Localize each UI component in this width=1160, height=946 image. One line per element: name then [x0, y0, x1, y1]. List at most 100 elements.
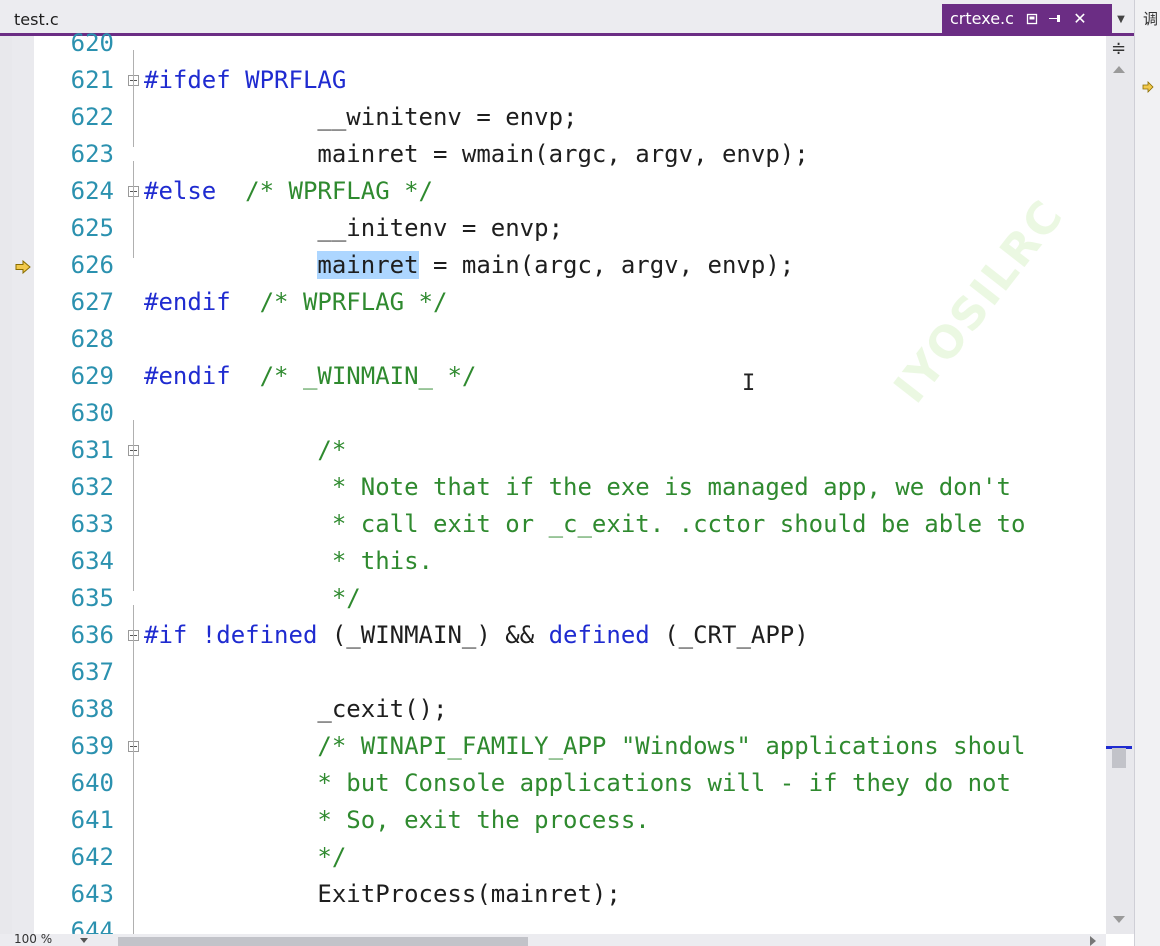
zoom-level[interactable]: 100 % — [14, 932, 53, 946]
line-number: 634 — [70, 547, 114, 575]
code-token: __winitenv = envp; — [144, 103, 578, 131]
code-line[interactable]: * call exit or _c_exit. .cctor should be… — [144, 506, 1026, 543]
line-number-margin: 620 621 622 623 624 625 626 627 628 629 630 631 632 6… — [34, 29, 124, 945]
code-token: #endif — [144, 362, 231, 390]
code-token: #else — [144, 177, 217, 205]
line-number: 641 — [70, 806, 114, 834]
tab-crtexe-c[interactable]: crtexe.c ✕ — [942, 4, 1112, 33]
code-token: #endif — [144, 288, 231, 316]
line-number: 631 — [70, 436, 114, 464]
outline-guide-line — [133, 420, 134, 591]
code-token: /* WINAPI_FAMILY_APP "Windows" applicati… — [144, 732, 1026, 760]
scroll-up-icon[interactable] — [1113, 66, 1125, 73]
zoom-dropdown-icon[interactable] — [80, 938, 88, 943]
line-number: 642 — [70, 843, 114, 871]
code-token: * Note that if the exe is managed app, w… — [144, 473, 1011, 501]
selected-token: mainret — [317, 251, 419, 279]
code-line[interactable]: */ — [144, 839, 346, 876]
breakpoint-glyph-margin[interactable] — [12, 36, 34, 934]
tab-crtexe-c-label: crtexe.c — [950, 9, 1014, 28]
scroll-down-icon[interactable] — [1113, 916, 1125, 923]
code-token: /* — [144, 436, 347, 464]
code-line[interactable]: mainret = wmain(argc, argv, envp); — [144, 136, 808, 173]
line-number: 633 — [70, 510, 114, 538]
close-tab-icon[interactable]: ✕ — [1073, 9, 1087, 28]
code-line[interactable]: #if !defined (_WINMAIN_) && defined (_CR… — [144, 617, 809, 654]
outline-guide-line — [133, 50, 134, 147]
line-number: 628 — [70, 325, 114, 353]
code-line[interactable]: * but Console applications will - if the… — [144, 765, 1011, 802]
code-line[interactable]: */ — [144, 580, 361, 617]
line-number: 625 — [70, 214, 114, 242]
code-line[interactable]: __winitenv = envp; — [144, 99, 577, 136]
code-line[interactable]: #ifdef WPRFLAG — [144, 62, 346, 99]
line-number: 632 — [70, 473, 114, 501]
watermark: IYOSILRC — [884, 190, 1074, 413]
current-statement-arrow-icon — [15, 259, 31, 278]
editor-bottom-bar: 100 % — [0, 932, 1106, 946]
vertical-scrollbar[interactable]: ≑ — [1106, 36, 1134, 934]
line-number: 639 — [70, 732, 114, 760]
line-number: 629 — [70, 362, 114, 390]
line-number: 630 — [70, 399, 114, 427]
scroll-caret-marker — [1106, 746, 1132, 749]
scroll-right-icon[interactable] — [1090, 936, 1096, 946]
code-line[interactable]: * So, exit the process. — [144, 802, 650, 839]
outline-guide-line — [133, 605, 134, 946]
code-token: /* _WINMAIN_ */ — [230, 362, 477, 390]
line-number: 627 — [70, 288, 114, 316]
code-line[interactable]: mainret = main(argc, argv, envp); — [144, 247, 794, 284]
editor-splitter-icon[interactable]: ≑ — [1111, 38, 1127, 59]
line-number: 638 — [70, 695, 114, 723]
outlining-margin[interactable] — [124, 36, 139, 946]
line-number: 635 — [70, 584, 114, 612]
code-line[interactable]: #endif /* _WINMAIN_ */ — [144, 358, 476, 395]
code-token: * but Console applications will - if the… — [144, 769, 1011, 797]
outline-guide-line — [133, 161, 134, 258]
pin-icon[interactable] — [1046, 9, 1066, 29]
line-number: 626 — [70, 251, 114, 279]
preview-icon[interactable] — [1022, 9, 1042, 29]
code-token: = main(argc, argv, envp); — [418, 251, 795, 279]
code-line[interactable]: /* — [144, 432, 346, 469]
tab-list-dropdown-icon[interactable]: ▼ — [1117, 13, 1125, 25]
code-token — [144, 251, 317, 279]
code-token: /* WPRFLAG */ — [216, 177, 433, 205]
code-line[interactable]: /* WINAPI_FAMILY_APP "Windows" applicati… — [144, 728, 1025, 765]
line-number: 640 — [70, 769, 114, 797]
code-line[interactable]: * this. — [144, 543, 433, 580]
side-arrow-icon — [1142, 78, 1154, 97]
code-line[interactable]: ExitProcess(mainret); — [144, 876, 621, 913]
code-token: #if ! — [144, 621, 217, 649]
code-token: defined — [548, 621, 650, 649]
line-number: 622 — [70, 103, 114, 131]
code-editor[interactable]: IYOSILRC I #ifdef WPRFLAG __winitenv = e… — [138, 36, 1106, 934]
side-tool-panel: 调 — [1134, 0, 1160, 946]
code-token: * So, exit the process. — [144, 806, 650, 834]
tab-test-c[interactable]: test.c — [14, 10, 59, 29]
code-line[interactable]: * Note that if the exe is managed app, w… — [144, 469, 1011, 506]
code-token: (_CRT_APP) — [649, 621, 809, 649]
line-number: 621 — [70, 66, 114, 94]
line-number: 624 — [70, 177, 114, 205]
side-panel-tab[interactable]: 调 — [1143, 10, 1159, 28]
line-number: 636 — [70, 621, 114, 649]
code-token: #ifdef WPRFLAG — [144, 66, 347, 94]
code-token: */ — [144, 584, 361, 612]
line-number: 623 — [70, 140, 114, 168]
code-line[interactable]: #else /* WPRFLAG */ — [144, 173, 433, 210]
code-token: _cexit(); — [144, 695, 448, 723]
vertical-scroll-thumb[interactable] — [1112, 748, 1126, 768]
mouse-ibeam-cursor: I — [742, 371, 756, 396]
line-number: 620 — [70, 29, 114, 57]
code-token: defined — [216, 621, 318, 649]
code-token: ExitProcess(mainret); — [144, 880, 621, 908]
code-line[interactable]: #endif /* WPRFLAG */ — [144, 284, 447, 321]
code-line[interactable]: __initenv = envp; — [144, 210, 563, 247]
line-number: 643 — [70, 880, 114, 908]
code-token: (_WINMAIN_) && — [317, 621, 549, 649]
horizontal-scroll-thumb[interactable] — [118, 937, 528, 946]
code-line[interactable]: _cexit(); — [144, 691, 447, 728]
code-token: __initenv = envp; — [144, 214, 564, 242]
code-token: * call exit or _c_exit. .cctor should be… — [144, 510, 1026, 538]
